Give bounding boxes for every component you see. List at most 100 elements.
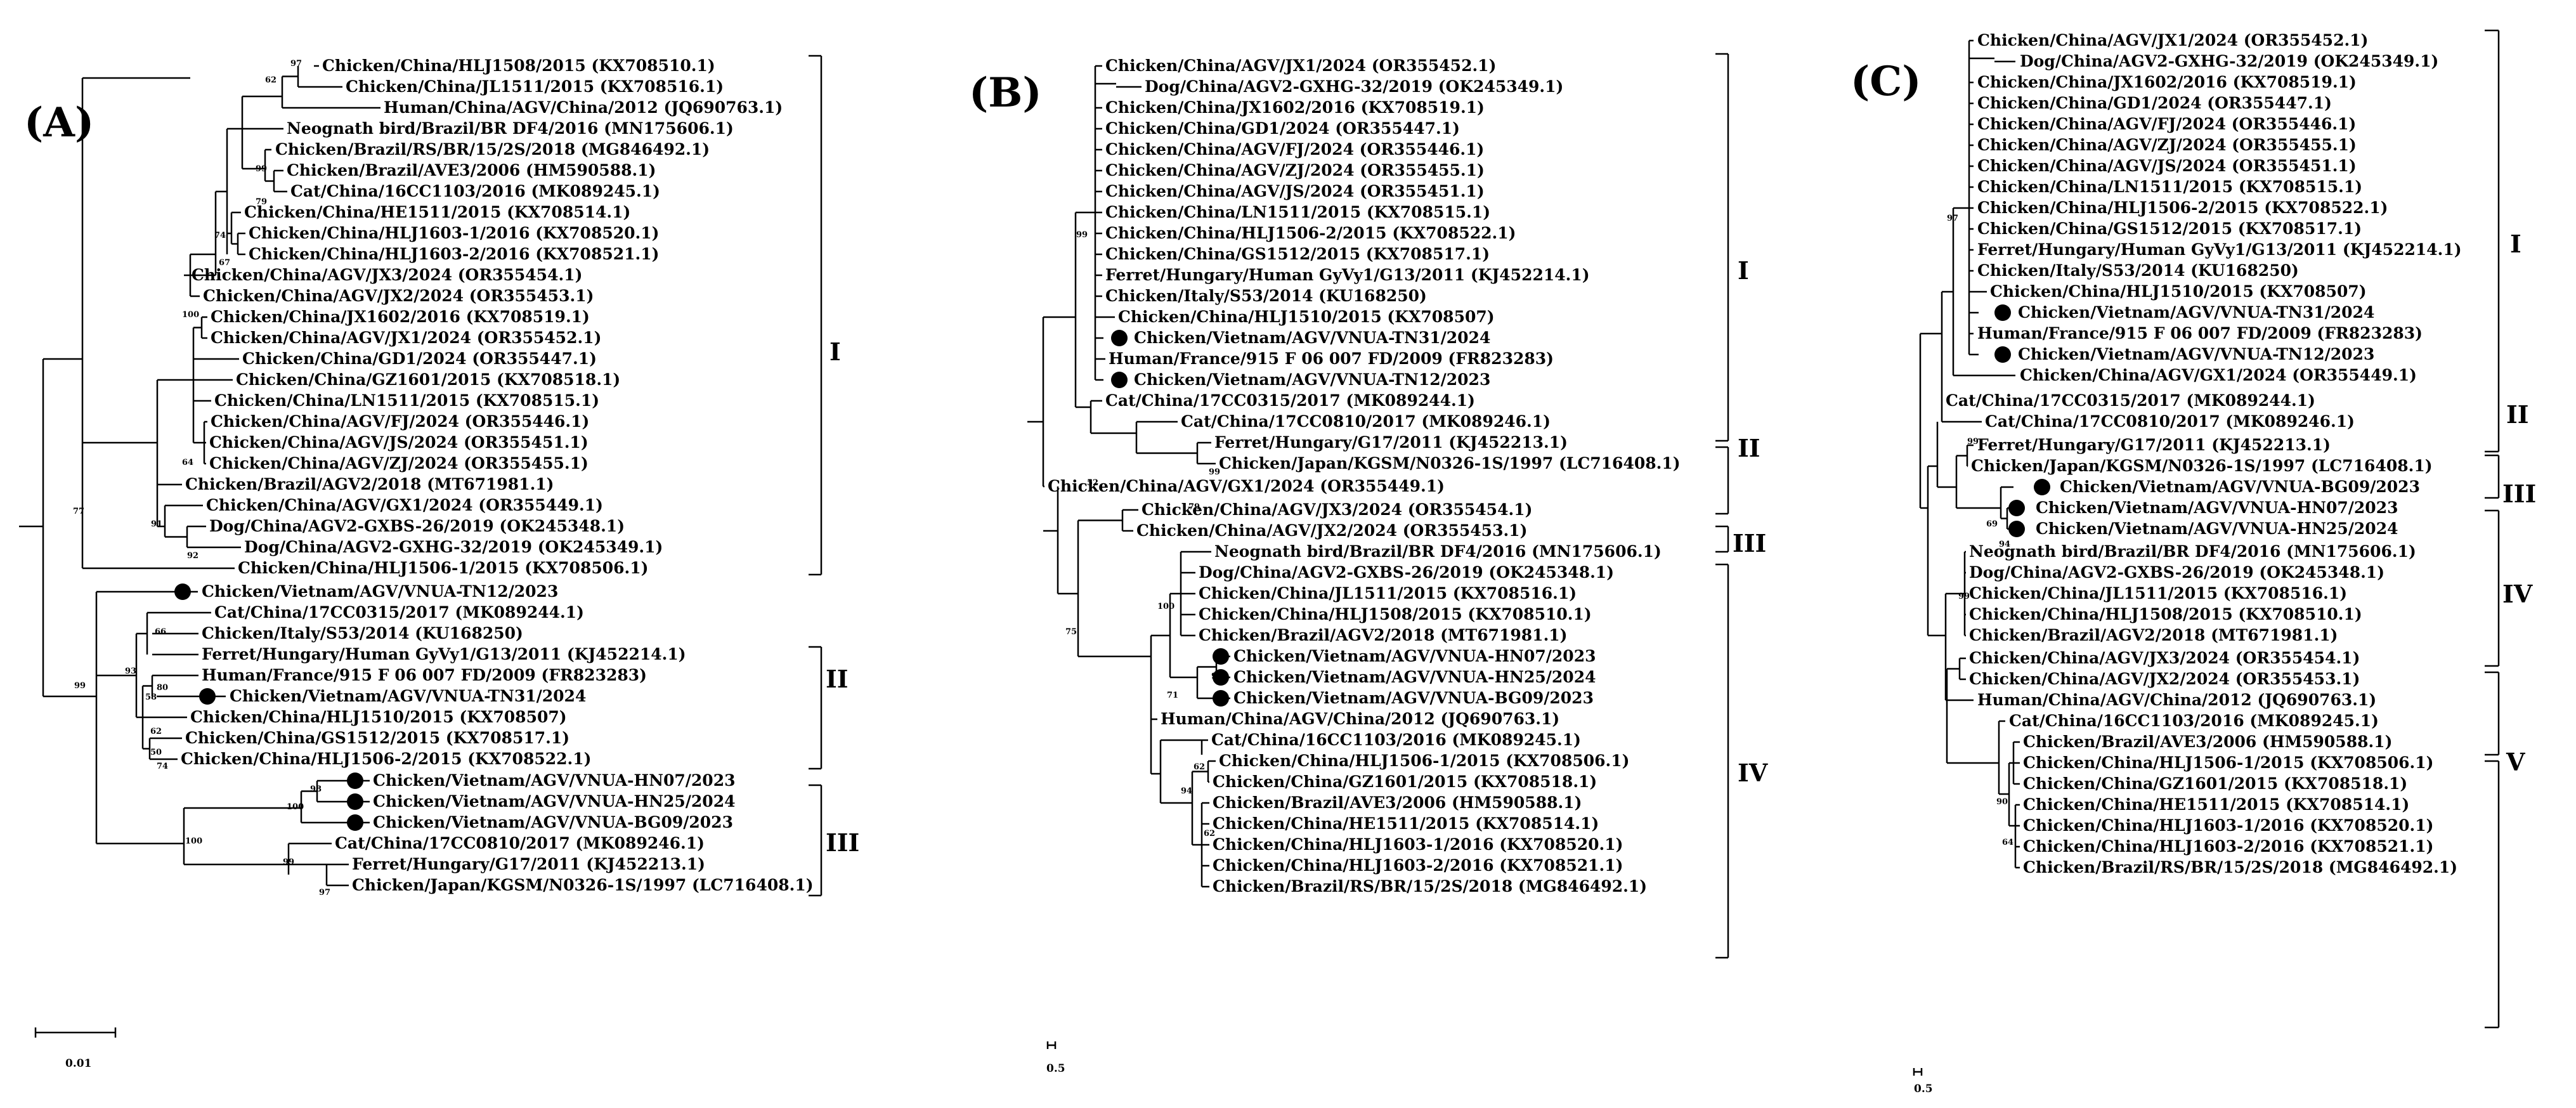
tip-label: Chicken/Vietnam/AGV/VNUA-HN07/2023 (373, 771, 736, 790)
bootstrap-value: 99 (1076, 230, 1088, 240)
bootstrap-value: 99 (1211, 672, 1223, 681)
panel-label-c: (C) (1851, 58, 1922, 105)
bootstrap-value: 62 (150, 727, 162, 736)
tip-label: Cat/China/17CC0810/2017 (MK089246.1) (1181, 412, 1551, 431)
tip-label: Chicken/China/HLJ1510/2015 (KX708507) (190, 708, 567, 726)
bootstrap-value: 62 (1204, 829, 1215, 838)
bootstrap-value: 94 (1999, 540, 2010, 549)
tip-label: Cat/China/17CC0315/2017 (MK089244.1) (1946, 391, 2315, 410)
tip-label: Chicken/Vietnam/AGV/VNUA-HN25/2024 (373, 792, 736, 811)
bootstrap-value: 100 (287, 802, 304, 812)
vietnam-strain-marker (1111, 330, 1128, 346)
clade-label: III (2502, 479, 2536, 508)
bootstrap-value: 97 (319, 888, 330, 897)
tip-label: Cat/China/17CC0810/2017 (MK089246.1) (335, 834, 705, 852)
tip-label: Chicken/China/HE1511/2015 (KX708514.1) (1213, 814, 1599, 833)
tip-label: Chicken/China/HLJ1603-1/2016 (KX708520.1… (249, 224, 659, 242)
tip-label: Chicken/Vietnam/AGV/VNUA-HN25/2024 (1233, 668, 1596, 686)
tip-label: Chicken/China/LN1511/2015 (KX708515.1) (1977, 178, 2362, 196)
bootstrap-value: 74 (157, 762, 168, 771)
tip-label: Chicken/Vietnam/AGV/VNUA-TN31/2024 (2018, 303, 2374, 322)
vietnam-strain-marker (1994, 346, 2011, 363)
bootstrap-value: 66 (155, 627, 166, 637)
tip-label: Chicken/China/AGV/JX3/2024 (OR355454.1) (1969, 649, 2360, 667)
bootstrap-value: 100 (1157, 602, 1174, 611)
scale-bar-label: 0.01 (65, 1057, 91, 1070)
tree-panel-c: (C) Chicken/China/AGV/JX1/2024 (OR355452… (1851, 29, 2536, 1095)
tree-a-clade-labels: I II III (826, 337, 859, 857)
bootstrap-value: 77 (73, 507, 84, 516)
tip-label: Chicken/China/HLJ1506-1/2015 (KX708506.1… (238, 559, 648, 577)
tip-label: Chicken/China/JL1511/2015 (KX708516.1) (1199, 584, 1577, 603)
tip-label: Chicken/China/AGV/FJ/2024 (OR355446.1) (211, 412, 589, 431)
bootstrap-value: 79 (1188, 502, 1200, 512)
tree-b-clade-labels: I II III IV (1733, 256, 1769, 787)
bootstrap-value: 62 (1194, 762, 1205, 772)
tip-label: Ferret/Hungary/G17/2011 (KJ452213.1) (1977, 436, 2331, 454)
bootstrap-value: 94 (1181, 786, 1192, 796)
tip-label: Chicken/Brazil/AGV2/2018 (MT671981.1) (185, 475, 554, 493)
tip-label: Chicken/China/AGV/FJ/2024 (OR355446.1) (1105, 140, 1484, 159)
tip-label: Chicken/Vietnam/AGV/VNUA-BG09/2023 (2060, 478, 2420, 496)
tip-label: Chicken/China/HE1511/2015 (KX708514.1) (244, 203, 630, 221)
bootstrap-value: 52 (1087, 478, 1098, 488)
tip-label: Neognath bird/Brazil/BR DF4/2016 (MN1756… (1969, 542, 2416, 561)
tip-label: Chicken/Vietnam/AGV/VNUA-BG09/2023 (1233, 689, 1594, 707)
tree-a-branches (19, 55, 823, 1038)
tip-label: Chicken/China/AGV/JX2/2024 (OR355453.1) (1136, 521, 1527, 540)
bootstrap-value: 99 (74, 681, 86, 691)
scale-bar-label: 0.5 (1914, 1083, 1933, 1095)
tip-label: Cat/China/16CC1103/2016 (MK089245.1) (290, 182, 660, 200)
tree-a-tip-labels: Chicken/China/HLJ1508/2015 (KX708510.1) … (181, 56, 814, 894)
tip-label: Chicken/Vietnam/AGV/VNUA-BG09/2023 (373, 813, 733, 831)
tree-b-bootstrap-values: 99 52 79 99 75 100 99 71 62 94 62 (1065, 230, 1223, 838)
tip-label: Chicken/China/HLJ1603-1/2016 (KX708520.1… (2023, 816, 2433, 835)
clade-label: II (1738, 434, 1760, 462)
vietnam-strain-marker (347, 793, 363, 810)
panel-label-b: (B) (969, 69, 1042, 117)
tip-label: Ferret/Hungary/Human GyVy1/G13/2011 (KJ4… (1977, 240, 2462, 259)
tip-label: Chicken/China/JX1602/2016 (KX708519.1) (211, 308, 590, 326)
tip-label: Chicken/China/LN1511/2015 (KX708515.1) (214, 391, 599, 410)
tree-a-bootstrap-values: 97 62 99 79 74 67 100 64 91 92 77 99 66 … (73, 59, 330, 897)
tip-label: Chicken/China/JL1511/2015 (KX708516.1) (346, 77, 724, 96)
vietnam-strain-marker (2008, 521, 2025, 537)
tip-label: Chicken/China/HE1511/2015 (KX708514.1) (2023, 795, 2409, 814)
tip-label: Cat/China/17CC0810/2017 (MK089246.1) (1985, 412, 2355, 431)
bootstrap-value: 98 (310, 785, 322, 794)
vietnam-strain-marker (199, 688, 216, 705)
tip-label: Chicken/China/HLJ1603-2/2016 (KX708521.1… (249, 245, 659, 263)
bootstrap-value: 80 (157, 683, 168, 693)
tip-label: Chicken/China/GS1512/2015 (KX708517.1) (1977, 219, 2362, 238)
clade-label: V (2506, 748, 2526, 776)
tip-label: Chicken/China/GZ1601/2015 (KX708518.1) (236, 370, 620, 389)
tip-label: Chicken/Brazil/AVE3/2006 (HM590588.1) (2023, 733, 2392, 751)
tip-label: Chicken/China/HLJ1508/2015 (KX708510.1) (322, 56, 715, 75)
tip-label: Chicken/China/HLJ1506-1/2015 (KX708506.1… (1219, 752, 1629, 770)
tip-label: Chicken/China/JL1511/2015 (KX708516.1) (1969, 584, 2347, 603)
bootstrap-value: 97 (290, 59, 302, 68)
clade-label: I (1738, 256, 1749, 285)
vietnam-strain-marker (1994, 304, 2011, 321)
tip-label: Chicken/Vietnam/AGV/VNUA-TN31/2024 (1134, 329, 1490, 347)
clade-label: I (829, 337, 841, 366)
bootstrap-value: 90 (1996, 797, 2008, 807)
tip-label: Chicken/China/AGV/JX1/2024 (OR355452.1) (211, 329, 601, 347)
tip-label: Chicken/China/AGV/ZJ/2024 (OR355455.1) (1977, 136, 2357, 154)
vietnam-strain-marker (174, 583, 191, 600)
bootstrap-value: 92 (187, 551, 198, 561)
clade-label: II (826, 665, 849, 693)
clade-label: IV (2502, 580, 2534, 608)
vietnam-strain-marker (2008, 500, 2025, 516)
tree-b-branches (1027, 53, 1729, 1049)
tip-label: Chicken/Brazil/AVE3/2006 (HM590588.1) (1213, 793, 1582, 812)
tip-label: Cat/China/17CC0315/2017 (MK089244.1) (1105, 391, 1475, 410)
tip-label: Cat/China/17CC0315/2017 (MK089244.1) (214, 603, 584, 622)
bootstrap-value: 97 (1947, 214, 1958, 223)
tip-label: Chicken/China/HLJ1603-2/2016 (KX708521.1… (2023, 837, 2433, 856)
vietnam-strain-marker (347, 772, 363, 789)
bootstrap-value: 79 (256, 197, 267, 207)
clade-label: II (2506, 400, 2529, 429)
tip-label: Chicken/China/AGV/GX1/2024 (OR355449.1) (1048, 477, 1445, 495)
